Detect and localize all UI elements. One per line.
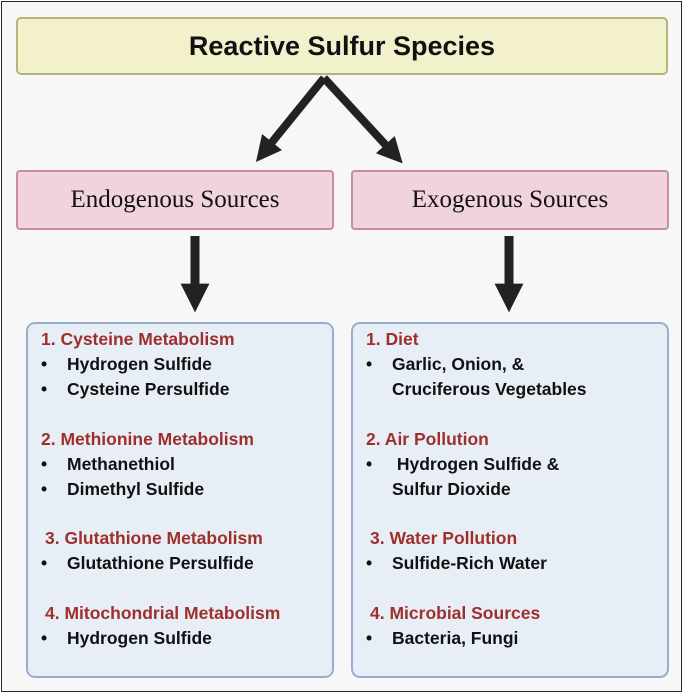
bullet-icon: • (41, 379, 48, 399)
bullet-icon: • (41, 354, 48, 374)
bullet-icon: • (366, 553, 373, 573)
arrow-to-exogenous (321, 75, 403, 164)
exogenous-sources-box: Exogenous Sources (351, 170, 669, 230)
endo-heading-3: 3. Glutathione Metabolism (45, 528, 263, 548)
exo-heading-2: 2. Air Pollution (366, 429, 489, 449)
bullet-icon: • (41, 628, 48, 648)
title-box: Reactive Sulfur Species (16, 17, 668, 75)
endogenous-panel: 1. Cysteine Metabolism •Hydrogen Sulfide… (26, 322, 334, 678)
endo-item-3-1: •Glutathione Persulfide (41, 553, 254, 573)
endo-item-4-1: •Hydrogen Sulfide (41, 628, 212, 648)
exo-heading-1: 1. Diet (366, 329, 419, 349)
endo-item-1-1: •Hydrogen Sulfide (41, 354, 212, 374)
endo-item-2-2: •Dimethyl Sulfide (41, 479, 205, 499)
endo-item-2-1: •Methanethiol (41, 454, 175, 474)
endo-heading-2: 2. Methionine Metabolism (41, 429, 254, 449)
exogenous-label: Exogenous Sources (411, 186, 609, 213)
endogenous-sources-box: Endogenous Sources (16, 170, 334, 230)
exo-heading-4: 4. Microbial Sources (370, 603, 541, 623)
endogenous-label: Endogenous Sources (70, 186, 280, 213)
endo-item-1-2: •Cysteine Persulfide (41, 379, 230, 399)
bullet-icon: • (41, 553, 48, 573)
title-text: Reactive Sulfur Species (188, 30, 496, 61)
exo-item-3-1: •Sulfide-Rich Water (366, 553, 547, 573)
arrow-to-endogenous (255, 75, 328, 162)
bullet-icon: • (366, 454, 373, 474)
exo-item-4-1: •Bacteria, Fungi (366, 628, 519, 648)
exo-item-2-1: • Hydrogen Sulfide & (366, 454, 560, 474)
bullet-icon: • (41, 454, 48, 474)
endo-heading-4: 4. Mitochondrial Metabolism (45, 603, 281, 623)
bullet-icon: • (41, 479, 48, 499)
exo-item-1-2: Cruciferous Vegetables (392, 379, 587, 399)
exo-heading-3: 3. Water Pollution (370, 528, 518, 548)
endo-heading-1: 1. Cysteine Metabolism (41, 329, 235, 349)
bullet-icon: • (366, 628, 373, 648)
exogenous-panel: 1. Diet •Garlic, Onion, & Cruciferous Ve… (351, 322, 669, 678)
exo-item-2-2: Sulfur Dioxide (392, 479, 511, 499)
exo-item-1-1: •Garlic, Onion, & (366, 354, 525, 374)
bullet-icon: • (366, 354, 373, 374)
